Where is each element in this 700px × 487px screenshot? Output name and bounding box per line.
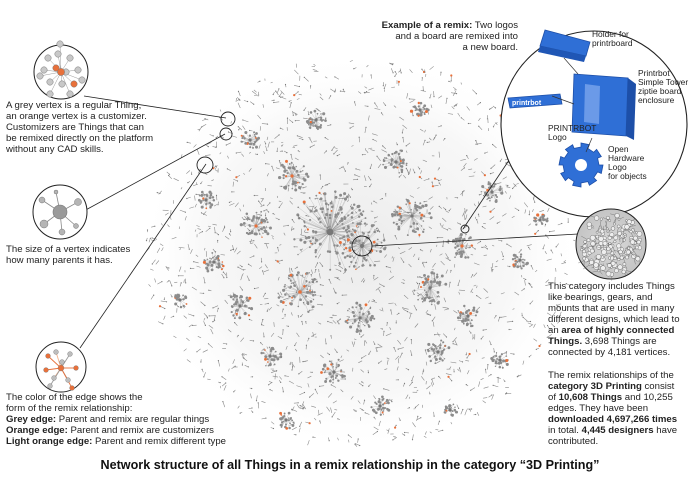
printrbot-logo-text: printrbot bbox=[512, 100, 542, 107]
remix-arrows bbox=[551, 57, 593, 153]
marker-category bbox=[351, 235, 373, 257]
marker-vertex bbox=[220, 111, 236, 127]
remix-callout-text: Example of a remix: Two logos and a boar… bbox=[381, 20, 518, 53]
enclosure-part bbox=[571, 73, 636, 140]
holder-label-1: Holder for bbox=[592, 29, 629, 39]
leader-vertex-callout bbox=[83, 95, 227, 119]
enclosure-label-2: Simple Tower bbox=[638, 77, 688, 87]
oshw-label-3: Logo bbox=[608, 162, 627, 172]
marker-size bbox=[219, 127, 233, 141]
printrbot-label-1: PRINTRBOT bbox=[548, 123, 596, 133]
oshw-label-2: Hardware bbox=[608, 153, 645, 163]
enclosure-label-1: Printrbot bbox=[638, 68, 670, 78]
leader-edge-callout bbox=[79, 163, 207, 349]
size-callout-text: The size of a vertex indicates how many … bbox=[6, 244, 131, 266]
oshw-label-1: Open bbox=[608, 144, 629, 154]
leader-size-callout bbox=[81, 133, 226, 213]
category-callout-text: This category includes Things like beari… bbox=[548, 281, 680, 358]
printrbot-logo-part: printrbot bbox=[507, 93, 563, 109]
enclosure-label-3: ziptie board bbox=[638, 86, 682, 96]
zoom-edge-colors bbox=[35, 341, 87, 393]
zoom-vertex-sizes bbox=[32, 184, 88, 240]
zoom-connected-cluster bbox=[575, 208, 647, 281]
holder-printrboard-part bbox=[538, 29, 591, 62]
vertex-callout-text: A grey vertex is a regular Thing, an ora… bbox=[6, 100, 154, 155]
marker-edge bbox=[196, 156, 214, 174]
stats-callout-text: The remix relationships of the category … bbox=[548, 370, 678, 447]
zoom-remix-example: printrbot Holder for printrboard Printrb… bbox=[500, 29, 688, 218]
open-hardware-gear-part bbox=[558, 142, 604, 188]
zoom-vertex-types bbox=[33, 40, 89, 100]
network-background bbox=[138, 52, 582, 452]
figure-caption: Network structure of all Things in a rem… bbox=[100, 458, 600, 472]
enclosure-label-4: enclosure bbox=[638, 95, 675, 105]
leader-lines bbox=[79, 95, 579, 349]
large-vertex bbox=[52, 204, 68, 220]
marker-remix bbox=[460, 224, 470, 234]
highlight-markers bbox=[196, 111, 470, 257]
holder-label-2: printrboard bbox=[592, 38, 633, 48]
leader-category-callout bbox=[371, 233, 579, 247]
network-vertices bbox=[145, 64, 569, 447]
oshw-label-4: for objects bbox=[608, 171, 647, 181]
edge-callout-text: The color of the edge shows the form of … bbox=[6, 392, 227, 447]
network-graph bbox=[138, 52, 582, 452]
printrbot-label-2: Logo bbox=[548, 132, 567, 142]
